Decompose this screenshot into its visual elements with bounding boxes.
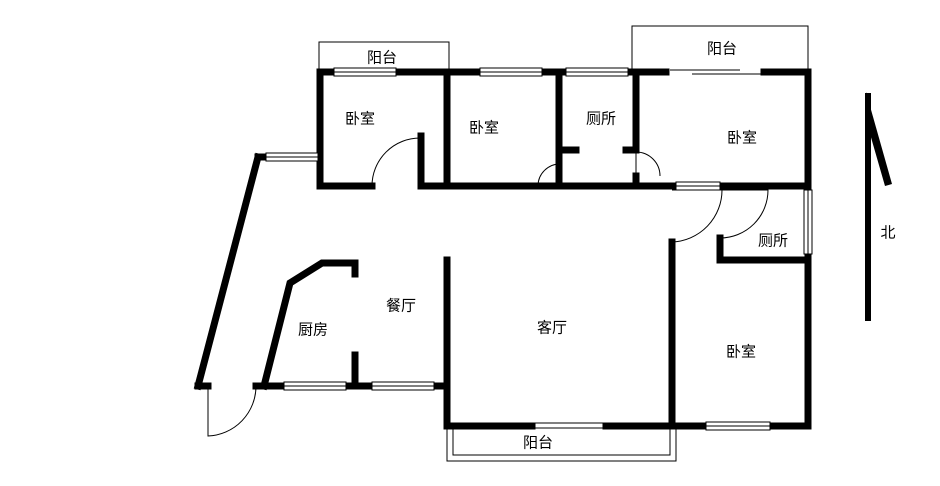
north-compass: 北 [865, 92, 896, 321]
balcony-outlines [318, 25, 809, 462]
label-living-room: 客厅 [537, 319, 567, 337]
window-corridor [675, 181, 721, 191]
walls [193, 68, 812, 430]
wall-kitchen-outline [259, 259, 359, 391]
label-bedroom-top-middle: 卧室 [469, 119, 499, 137]
label-kitchen: 厨房 [298, 321, 328, 339]
wall-west-slanted [193, 152, 263, 391]
balcony-top-right-outline [631, 25, 809, 70]
door-bedroom-bottom-right [671, 189, 723, 243]
window-bedroom-top-left [333, 67, 397, 77]
balcony-bottom-outline [446, 426, 677, 462]
north-arrow-icon [866, 92, 892, 186]
window-bedroom-top-middle [479, 67, 543, 77]
balcony-bottom-inner-line [452, 426, 671, 456]
label-balcony-top-right: 阳台 [707, 40, 737, 58]
label-balcony-bottom: 阳台 [523, 434, 553, 452]
sliding-door-balcony-bottom [532, 422, 606, 429]
window-toilet-top [565, 67, 629, 77]
window-bedroom-bottom-right [705, 421, 771, 431]
windows [265, 67, 813, 431]
door-toilet-top-left [537, 163, 561, 187]
window-dining [371, 381, 435, 391]
window-west-top [265, 152, 319, 162]
sliding-door-balcony-top-right [670, 69, 762, 75]
balcony-top-left-outline [318, 41, 450, 70]
doors [207, 137, 769, 437]
door-toilet-right [719, 189, 769, 239]
label-dining-room: 餐厅 [386, 297, 416, 315]
label-toilet-right: 厕所 [758, 232, 788, 250]
room-labels: 阳台 卧室 卧室 厕所 阳台 卧室 厕所 餐厅 厨房 客厅 卧室 阳台 [298, 40, 788, 452]
door-entrance [207, 385, 257, 437]
window-kitchen [283, 381, 347, 391]
wall-bedroom-top-left [316, 68, 449, 190]
label-bedroom-bottom-right: 卧室 [726, 343, 756, 361]
label-balcony-top-left: 阳台 [367, 49, 397, 67]
window-toilet-right [803, 189, 813, 255]
compass-label: 北 [880, 224, 895, 242]
label-bedroom-top-right: 卧室 [727, 129, 757, 147]
label-toilet-top: 厕所 [586, 110, 616, 128]
door-toilet-top-right [635, 151, 661, 177]
door-bedroom-top-left [371, 137, 421, 187]
label-bedroom-top-left: 卧室 [345, 110, 375, 128]
